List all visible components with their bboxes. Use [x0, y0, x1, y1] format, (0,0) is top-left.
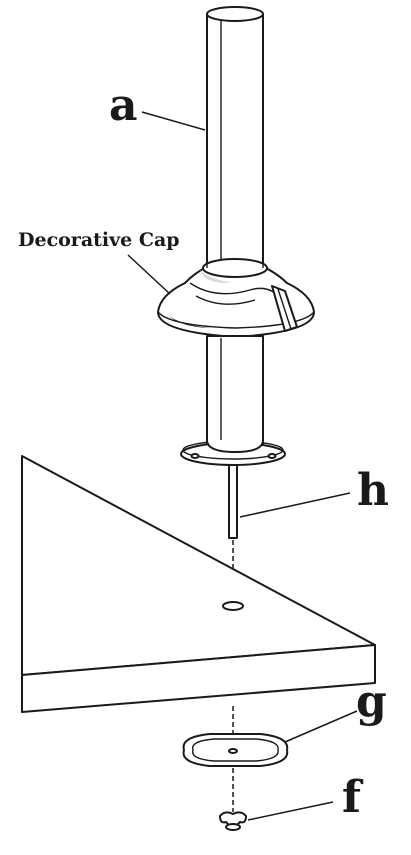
decorative-cap-part [157, 258, 315, 338]
label-a: a [109, 80, 138, 131]
pole-part [206, 6, 264, 293]
leader-line-g [284, 710, 358, 743]
leader-line-f [247, 801, 334, 821]
label-g: g [356, 676, 387, 727]
label-f: f [342, 772, 364, 823]
leader-line-cap [127, 254, 171, 295]
leader-line-a [141, 111, 206, 131]
label-h: h [357, 465, 389, 516]
leader-line-h [239, 492, 351, 518]
wing-nut-part [219, 811, 247, 831]
label-decorative-cap: Decorative Cap [18, 229, 180, 251]
washer-plate-part [182, 733, 289, 767]
base-plate-part [180, 335, 286, 466]
desk-surface [21, 455, 376, 713]
threaded-rod-part [228, 464, 238, 604]
